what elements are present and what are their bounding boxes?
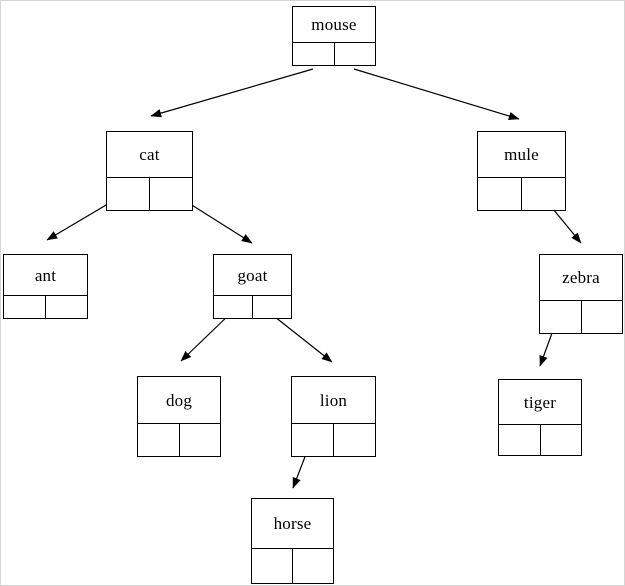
node-pointers-tiger [499, 425, 581, 455]
tree-node-lion[interactable]: lion [291, 376, 376, 457]
left-pointer-cell-tiger[interactable] [499, 425, 541, 455]
node-pointers-ant [4, 296, 87, 318]
tree-node-mouse[interactable]: mouse [292, 6, 376, 66]
node-pointers-goat [214, 296, 291, 318]
left-pointer-cell-mouse[interactable] [293, 43, 335, 65]
node-pointers-horse [252, 549, 333, 583]
tree-node-cat[interactable]: cat [106, 131, 193, 211]
node-pointers-cat [107, 178, 192, 210]
right-pointer-cell-mouse[interactable] [335, 43, 376, 65]
edge-mouse-left-to-cat [150, 68, 314, 118]
right-pointer-cell-goat[interactable] [253, 296, 291, 318]
tree-node-dog[interactable]: dog [137, 376, 221, 457]
left-pointer-cell-cat[interactable] [107, 178, 150, 210]
node-label-dog: dog [138, 377, 220, 424]
right-pointer-cell-horse[interactable] [293, 549, 333, 583]
left-pointer-cell-dog[interactable] [138, 424, 180, 456]
right-pointer-cell-cat[interactable] [150, 178, 192, 210]
right-pointer-cell-zebra[interactable] [582, 301, 623, 333]
right-pointer-cell-tiger[interactable] [541, 425, 582, 455]
node-label-lion: lion [292, 377, 375, 424]
right-pointer-cell-mule[interactable] [522, 178, 565, 210]
tree-node-ant[interactable]: ant [3, 254, 88, 319]
node-label-ant: ant [4, 255, 87, 296]
edge-mouse-right-to-mule [353, 68, 520, 121]
edge-goat-left-to-dog [180, 311, 233, 362]
node-pointers-mouse [293, 43, 375, 65]
node-label-goat: goat [214, 255, 291, 296]
left-pointer-cell-lion[interactable] [292, 424, 334, 456]
left-pointer-cell-ant[interactable] [4, 296, 46, 318]
node-label-mouse: mouse [293, 7, 375, 43]
tree-node-horse[interactable]: horse [251, 498, 334, 584]
left-pointer-cell-goat[interactable] [214, 296, 253, 318]
node-label-zebra: zebra [540, 255, 622, 301]
node-label-tiger: tiger [499, 380, 581, 425]
node-pointers-mule [478, 178, 565, 210]
node-pointers-lion [292, 424, 375, 456]
node-pointers-dog [138, 424, 220, 456]
left-pointer-cell-horse[interactable] [252, 549, 293, 583]
left-pointer-cell-zebra[interactable] [540, 301, 582, 333]
right-pointer-cell-dog[interactable] [180, 424, 221, 456]
tree-node-tiger[interactable]: tiger [498, 379, 582, 456]
right-pointer-cell-ant[interactable] [46, 296, 87, 318]
node-label-horse: horse [252, 499, 333, 549]
node-label-mule: mule [478, 132, 565, 178]
tree-node-zebra[interactable]: zebra [539, 254, 623, 334]
right-pointer-cell-lion[interactable] [334, 424, 375, 456]
tree-node-goat[interactable]: goat [213, 254, 292, 319]
node-label-cat: cat [107, 132, 192, 178]
left-pointer-cell-mule[interactable] [478, 178, 522, 210]
tree-node-mule[interactable]: mule [477, 131, 566, 211]
edge-goat-right-to-lion [269, 312, 333, 363]
node-pointers-zebra [540, 301, 622, 333]
